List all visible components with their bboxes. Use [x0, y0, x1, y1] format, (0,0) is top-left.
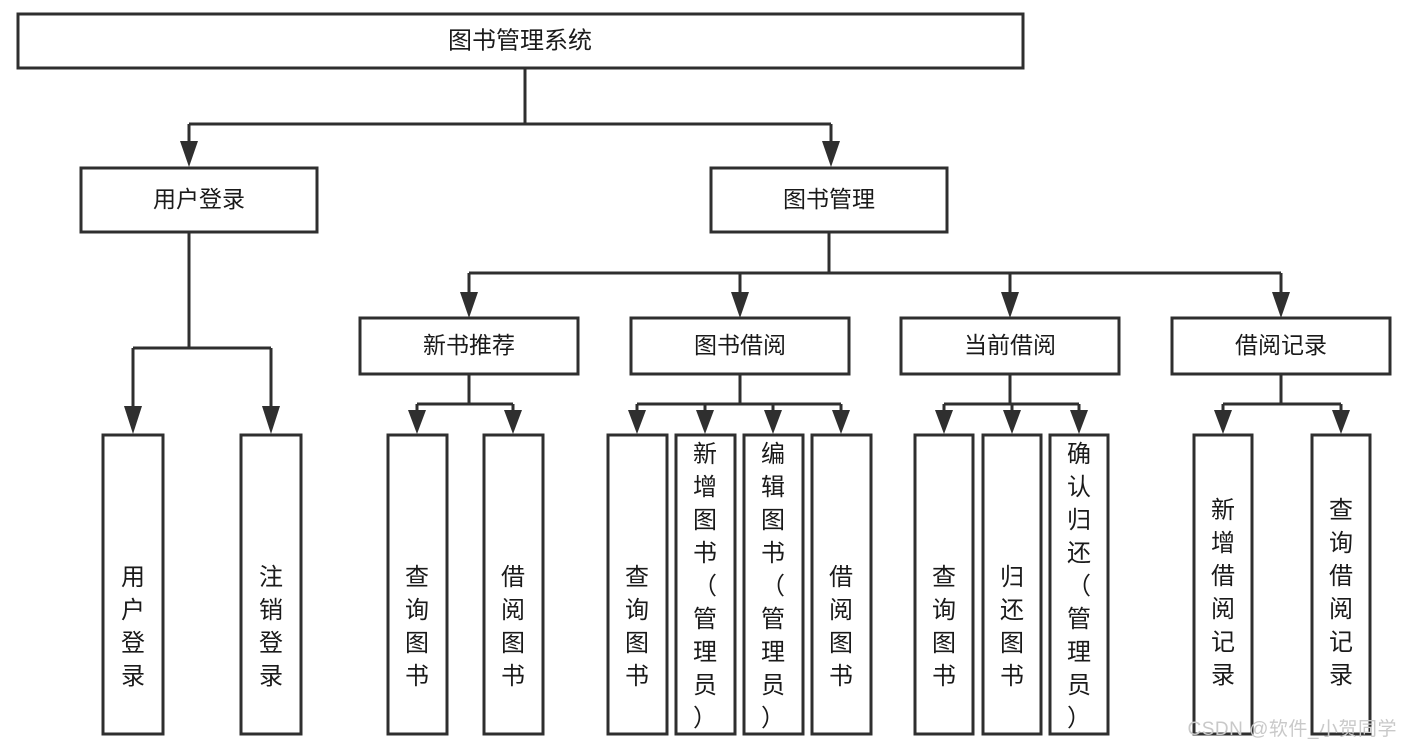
- node-current-borrow-label: 当前借阅: [964, 332, 1056, 358]
- node-book-borrow-box[interactable]: [629, 316, 851, 376]
- node-leaf-borrow-book-1-box[interactable]: [482, 433, 545, 736]
- node-leaf-edit-book[interactable]: 编辑图书（管理员）: [742, 433, 805, 736]
- arrow-head-leaf-user-login: [124, 406, 142, 434]
- arrow-head-leaf-query-book-1: [408, 410, 426, 434]
- edge-layer: [124, 68, 1350, 434]
- arrow-head-current-borrow: [1001, 292, 1019, 318]
- node-book-borrow-label: 图书借阅: [694, 332, 786, 358]
- node-leaf-borrow-book-1-label: 借阅图书: [501, 564, 525, 690]
- arrow-head-book-manage: [822, 141, 840, 167]
- arrow-head-leaf-borrow-book-1: [504, 410, 522, 434]
- node-user-login-label: 用户登录: [153, 186, 245, 212]
- node-leaf-user-login-box[interactable]: [101, 433, 165, 736]
- node-leaf-user-login-label: 用户登录: [121, 564, 145, 690]
- node-leaf-borrow-book-2[interactable]: 借阅图书: [810, 433, 873, 736]
- arrow-head-borrow-record: [1272, 292, 1290, 318]
- node-leaf-add-record-label: 新增借阅记录: [1211, 497, 1235, 689]
- node-leaf-user-login[interactable]: 用户登录: [101, 433, 165, 736]
- node-leaf-logout-login-label: 注销登录: [259, 564, 283, 690]
- arrow-head-leaf-query-book-3: [935, 410, 953, 434]
- node-leaf-query-book-1-box[interactable]: [386, 433, 449, 736]
- node-leaf-return-book[interactable]: 归还图书: [981, 433, 1043, 736]
- node-new-book-recommend-label: 新书推荐: [423, 332, 515, 358]
- arrow-head-user-login: [180, 141, 198, 167]
- node-leaf-confirm-return[interactable]: 确认归还（管理员）: [1048, 433, 1110, 736]
- csdn-watermark: CSDN @软件_小贺同学: [1187, 719, 1397, 740]
- node-leaf-return-book-label: 归还图书: [1000, 564, 1024, 690]
- arrow-head-leaf-add-record: [1214, 410, 1232, 434]
- node-leaf-edit-book-label: 编辑图书（管理员）: [761, 441, 785, 732]
- node-leaf-query-book-1[interactable]: 查询图书: [386, 433, 449, 736]
- node-new-book-recommend-box[interactable]: [358, 316, 580, 376]
- arrow-head-new-book-recommend: [460, 292, 478, 318]
- node-user-login-box[interactable]: [79, 166, 319, 234]
- node-book-borrow[interactable]: 图书借阅: [629, 316, 851, 376]
- arrow-head-leaf-query-book-2: [628, 410, 646, 434]
- node-root-label: 图书管理系统: [448, 27, 592, 54]
- node-leaf-edit-book-box[interactable]: [742, 433, 805, 736]
- node-leaf-query-book-2-box[interactable]: [606, 433, 669, 736]
- node-borrow-record[interactable]: 借阅记录: [1170, 316, 1392, 376]
- node-leaf-query-book-2[interactable]: 查询图书: [606, 433, 669, 736]
- node-leaf-add-book-box[interactable]: [674, 433, 737, 736]
- node-leaf-query-book-1-label: 查询图书: [405, 564, 429, 690]
- node-leaf-query-record[interactable]: 查询借阅记录: [1310, 433, 1372, 736]
- node-leaf-query-book-3-box[interactable]: [913, 433, 975, 736]
- node-book-manage-label: 图书管理: [783, 186, 875, 212]
- node-leaf-add-record-box[interactable]: [1192, 433, 1254, 736]
- arrow-head-leaf-borrow-book-2: [832, 410, 850, 434]
- node-leaf-logout-login[interactable]: 注销登录: [239, 433, 303, 736]
- node-leaf-query-record-label: 查询借阅记录: [1329, 497, 1353, 689]
- arrow-head-leaf-confirm-return: [1070, 410, 1088, 434]
- node-current-borrow[interactable]: 当前借阅: [899, 316, 1121, 376]
- node-new-book-recommend[interactable]: 新书推荐: [358, 316, 580, 376]
- node-user-login[interactable]: 用户登录: [79, 166, 319, 234]
- node-leaf-borrow-book-1[interactable]: 借阅图书: [482, 433, 545, 736]
- node-root-box[interactable]: [16, 12, 1025, 70]
- node-leaf-add-book[interactable]: 新增图书（管理员）: [674, 433, 737, 736]
- arrow-head-leaf-query-record: [1332, 410, 1350, 434]
- node-book-manage-box[interactable]: [709, 166, 949, 234]
- node-leaf-return-book-box[interactable]: [981, 433, 1043, 736]
- node-leaf-query-book-2-label: 查询图书: [625, 564, 649, 690]
- node-borrow-record-label: 借阅记录: [1235, 332, 1327, 358]
- node-root[interactable]: 图书管理系统: [16, 12, 1025, 70]
- node-book-manage[interactable]: 图书管理: [709, 166, 949, 234]
- arrow-head-leaf-add-book: [696, 410, 714, 434]
- node-current-borrow-box[interactable]: [899, 316, 1121, 376]
- arrow-head-leaf-logout-login: [262, 406, 280, 434]
- node-leaf-query-book-3[interactable]: 查询图书: [913, 433, 975, 736]
- node-leaf-confirm-return-label: 确认归还（管理员）: [1067, 441, 1091, 732]
- node-borrow-record-box[interactable]: [1170, 316, 1392, 376]
- arrow-head-leaf-return-book: [1003, 410, 1021, 434]
- node-leaf-query-book-3-label: 查询图书: [932, 564, 956, 690]
- node-leaf-add-book-label: 新增图书（管理员）: [693, 441, 717, 732]
- node-leaf-borrow-book-2-box[interactable]: [810, 433, 873, 736]
- node-leaf-confirm-return-box[interactable]: [1048, 433, 1110, 736]
- node-leaf-borrow-book-2-label: 借阅图书: [829, 564, 853, 690]
- node-leaf-add-record[interactable]: 新增借阅记录: [1192, 433, 1254, 736]
- arrow-head-leaf-edit-book: [764, 410, 782, 434]
- arrow-head-book-borrow: [731, 292, 749, 318]
- node-leaf-query-record-box[interactable]: [1310, 433, 1372, 736]
- node-leaf-logout-login-box[interactable]: [239, 433, 303, 736]
